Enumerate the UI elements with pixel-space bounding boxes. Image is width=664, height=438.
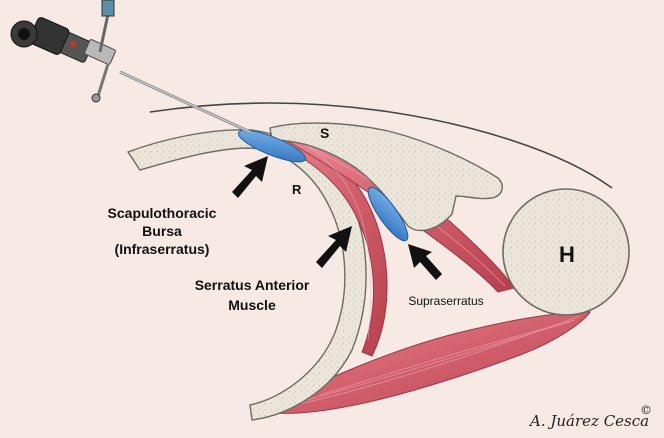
bursa-label-line2: Bursa bbox=[142, 223, 182, 239]
lower-muscle-fibers bbox=[279, 315, 581, 409]
supraserratus-label: Supraserratus bbox=[408, 294, 483, 308]
copyright-symbol: © bbox=[640, 403, 652, 417]
arrow-muscle bbox=[316, 226, 352, 268]
bursa-label-line3: (Infraserratus) bbox=[115, 241, 210, 257]
humerus-label: H bbox=[559, 242, 575, 267]
arrow-supraserratus bbox=[408, 244, 442, 280]
muscle-label-line1: Serratus Anterior bbox=[195, 277, 310, 293]
infraserratus-bursa bbox=[237, 129, 307, 163]
skin-outline bbox=[149, 102, 613, 189]
arrow-bursa bbox=[232, 156, 268, 198]
bursa-label-line1: Scapulothoracic bbox=[108, 205, 217, 221]
muscle-label-line2: Muscle bbox=[228, 297, 276, 313]
humerus-head bbox=[502, 188, 630, 316]
arrows bbox=[232, 156, 442, 280]
rib-label: R bbox=[292, 182, 302, 197]
artist-signature: A. Juárez Cesca bbox=[528, 412, 649, 430]
arthroscope-icon bbox=[10, 0, 251, 134]
supraserratus-bursa bbox=[367, 186, 409, 242]
scapula-label: S bbox=[320, 125, 329, 141]
scapula-bone bbox=[269, 122, 503, 232]
